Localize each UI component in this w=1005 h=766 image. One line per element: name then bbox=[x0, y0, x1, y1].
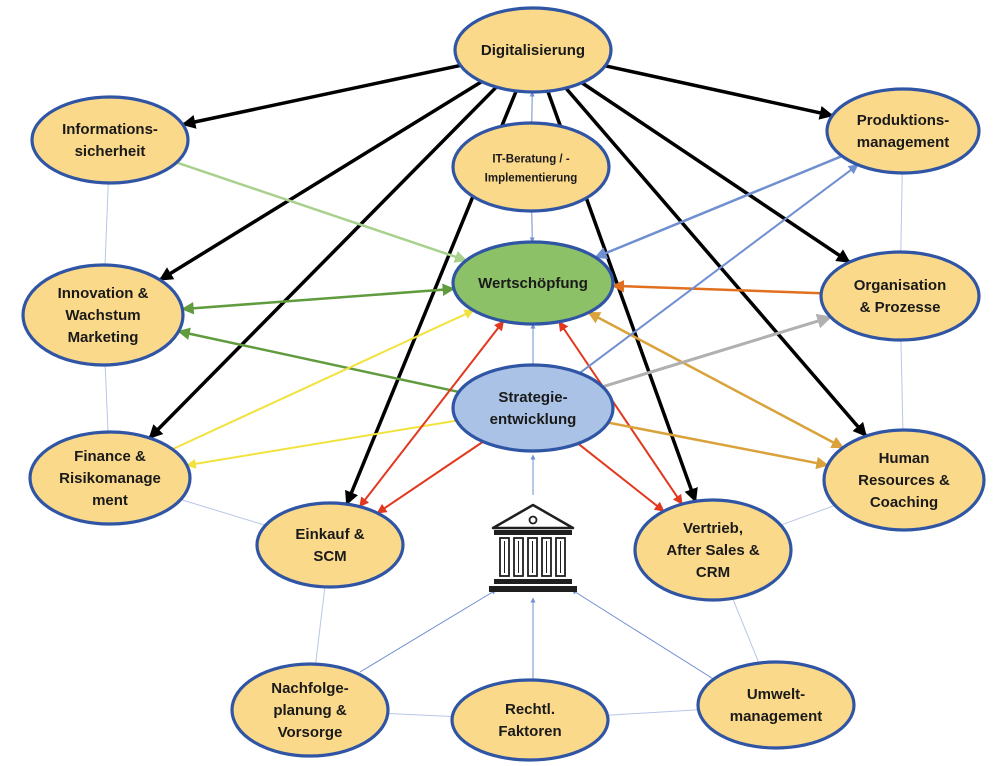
node-strategie: Strategie-entwicklung bbox=[451, 363, 615, 453]
node-strategie-ellipse bbox=[451, 363, 615, 453]
node-finance: Finance & Risikomanage ment bbox=[28, 430, 192, 526]
link-informationssicherheit-to-wertschoepfung bbox=[175, 161, 468, 263]
node-finance-label: Risikomanage bbox=[59, 470, 161, 487]
node-informationssicherheit-ellipse bbox=[30, 95, 190, 185]
node-it_beratung-label: Implementierung bbox=[485, 173, 578, 185]
node-organisation-label: & Prozesse bbox=[860, 299, 941, 316]
node-nachfolge-ellipse bbox=[230, 662, 390, 758]
node-vertrieb-ellipse bbox=[633, 498, 793, 602]
link-einkauf-to-wertschoepfung bbox=[358, 320, 505, 508]
node-digitalisierung-label: Digitalisierung bbox=[481, 42, 585, 59]
link-strategie-to-vertrieb bbox=[577, 442, 665, 513]
link-strategie-to-organisation bbox=[601, 313, 833, 389]
node-organisation-label: Organisation bbox=[854, 277, 947, 294]
link-digitalisierung-to-finance bbox=[147, 85, 499, 440]
node-umwelt: Umwelt-management bbox=[696, 660, 856, 750]
link-umwelt-to-building bbox=[571, 589, 716, 681]
node-umwelt-label: Umwelt- bbox=[747, 686, 805, 703]
node-informationssicherheit: Informations-sicherheit bbox=[30, 95, 190, 185]
node-strategie-label: entwicklung bbox=[490, 411, 577, 428]
link-organisation-to-produktion bbox=[900, 172, 903, 253]
link-digitalisierung-to-innovation bbox=[158, 79, 484, 282]
link-rechtl-to-umwelt bbox=[606, 709, 699, 716]
node-einkauf-ellipse bbox=[255, 501, 405, 589]
node-digitalisierung-ellipse bbox=[453, 6, 613, 94]
node-vertrieb-label: Vertrieb, bbox=[683, 520, 743, 537]
node-human-label: Resources & bbox=[858, 472, 950, 489]
node-informationssicherheit-label: Informations- bbox=[62, 121, 158, 138]
node-finance-label: Finance & bbox=[74, 448, 146, 465]
node-rechtl-label: Faktoren bbox=[498, 723, 561, 740]
node-human-label: Coaching bbox=[870, 494, 938, 511]
node-innovation-ellipse bbox=[21, 263, 185, 367]
node-organisation: Organisation & Prozesse bbox=[819, 250, 981, 342]
node-einkauf: Einkauf & SCM bbox=[255, 501, 405, 589]
node-it_beratung: IT-Beratung / - Implementierung bbox=[451, 121, 611, 213]
link-strategie-to-produktion bbox=[578, 163, 859, 375]
node-wertschoepfung-label: Wertschöpfung bbox=[478, 275, 588, 292]
link-digitalisierung-to-organisation bbox=[580, 80, 852, 264]
bank-building-icon bbox=[489, 503, 577, 592]
node-digitalisierung: Digitalisierung bbox=[453, 6, 613, 94]
node-vertrieb-label: After Sales & bbox=[666, 542, 760, 559]
node-produktion-ellipse bbox=[825, 87, 981, 175]
node-umwelt-label: management bbox=[730, 708, 823, 725]
link-nachfolge-to-rechtl bbox=[387, 713, 453, 717]
link-einkauf-to-nachfolge bbox=[315, 586, 326, 665]
node-wertschoepfung: Wertschöpfung bbox=[451, 240, 615, 326]
node-produktion: Produktions-management bbox=[825, 87, 981, 175]
node-rechtl-label: Rechtl. bbox=[505, 701, 555, 718]
node-rechtl-ellipse bbox=[450, 678, 610, 762]
link-informationssicherheit-to-innovation bbox=[104, 182, 109, 266]
link-nachfolge-to-building bbox=[359, 589, 497, 673]
link-it_beratung-to-wertschoepfung bbox=[529, 210, 535, 243]
node-human-ellipse bbox=[822, 428, 986, 532]
node-innovation-label: Innovation & bbox=[58, 285, 149, 302]
node-nachfolge: Nachfolge-planung & Vorsorge bbox=[230, 662, 390, 758]
link-human-to-organisation bbox=[900, 339, 904, 431]
link-strategie-to-human bbox=[606, 421, 829, 470]
node-produktion-label: Produktions- bbox=[857, 112, 950, 129]
link-produktion-to-wertschoepfung bbox=[594, 154, 844, 259]
node-innovation-label: Marketing bbox=[68, 329, 139, 346]
node-umwelt-ellipse bbox=[696, 660, 856, 750]
link-finance-to-wertschoepfung bbox=[171, 309, 475, 451]
link-finance-to-einkauf bbox=[180, 499, 266, 526]
node-strategie-label: Strategie- bbox=[498, 389, 567, 406]
link-organisation-to-wertschoepfung bbox=[611, 279, 823, 295]
node-produktion-label: management bbox=[857, 134, 950, 151]
node-nachfolge-label: Nachfolge- bbox=[271, 680, 349, 697]
diagram-links bbox=[104, 63, 904, 717]
node-nachfolge-label: Vorsorge bbox=[278, 724, 343, 741]
node-nachfolge-label: planung & bbox=[273, 702, 346, 719]
link-digitalisierung-to-produktion bbox=[603, 64, 835, 120]
node-organisation-ellipse bbox=[819, 250, 981, 342]
node-vertrieb-label: CRM bbox=[696, 564, 730, 581]
link-innovation-to-wertschoepfung bbox=[181, 283, 456, 315]
node-finance-label: ment bbox=[92, 492, 128, 509]
node-einkauf-label: SCM bbox=[313, 548, 346, 565]
node-it_beratung-label: IT-Beratung / - bbox=[492, 154, 569, 166]
node-wertschoepfung-ellipse bbox=[451, 240, 615, 326]
node-vertrieb: Vertrieb, After Sales & CRM bbox=[633, 498, 793, 602]
node-finance-ellipse bbox=[28, 430, 192, 526]
node-informationssicherheit-label: sicherheit bbox=[75, 143, 146, 160]
node-human-label: Human bbox=[879, 450, 930, 467]
link-vertrieb-to-human bbox=[780, 504, 836, 526]
node-it_beratung-ellipse bbox=[451, 121, 611, 213]
link-umwelt-to-vertrieb bbox=[732, 597, 760, 664]
node-innovation-label: Wachstum bbox=[65, 307, 140, 324]
link-innovation-to-finance bbox=[104, 364, 109, 433]
node-rechtl: Rechtl. Faktoren bbox=[450, 678, 610, 762]
link-it_beratung-to-digitalisierung bbox=[529, 91, 535, 124]
link-strategie-to-finance bbox=[185, 419, 458, 469]
node-einkauf-label: Einkauf & bbox=[295, 526, 364, 543]
link-strategie-to-einkauf bbox=[376, 440, 485, 515]
link-digitalisierung-to-informationssicherheit bbox=[181, 63, 463, 129]
